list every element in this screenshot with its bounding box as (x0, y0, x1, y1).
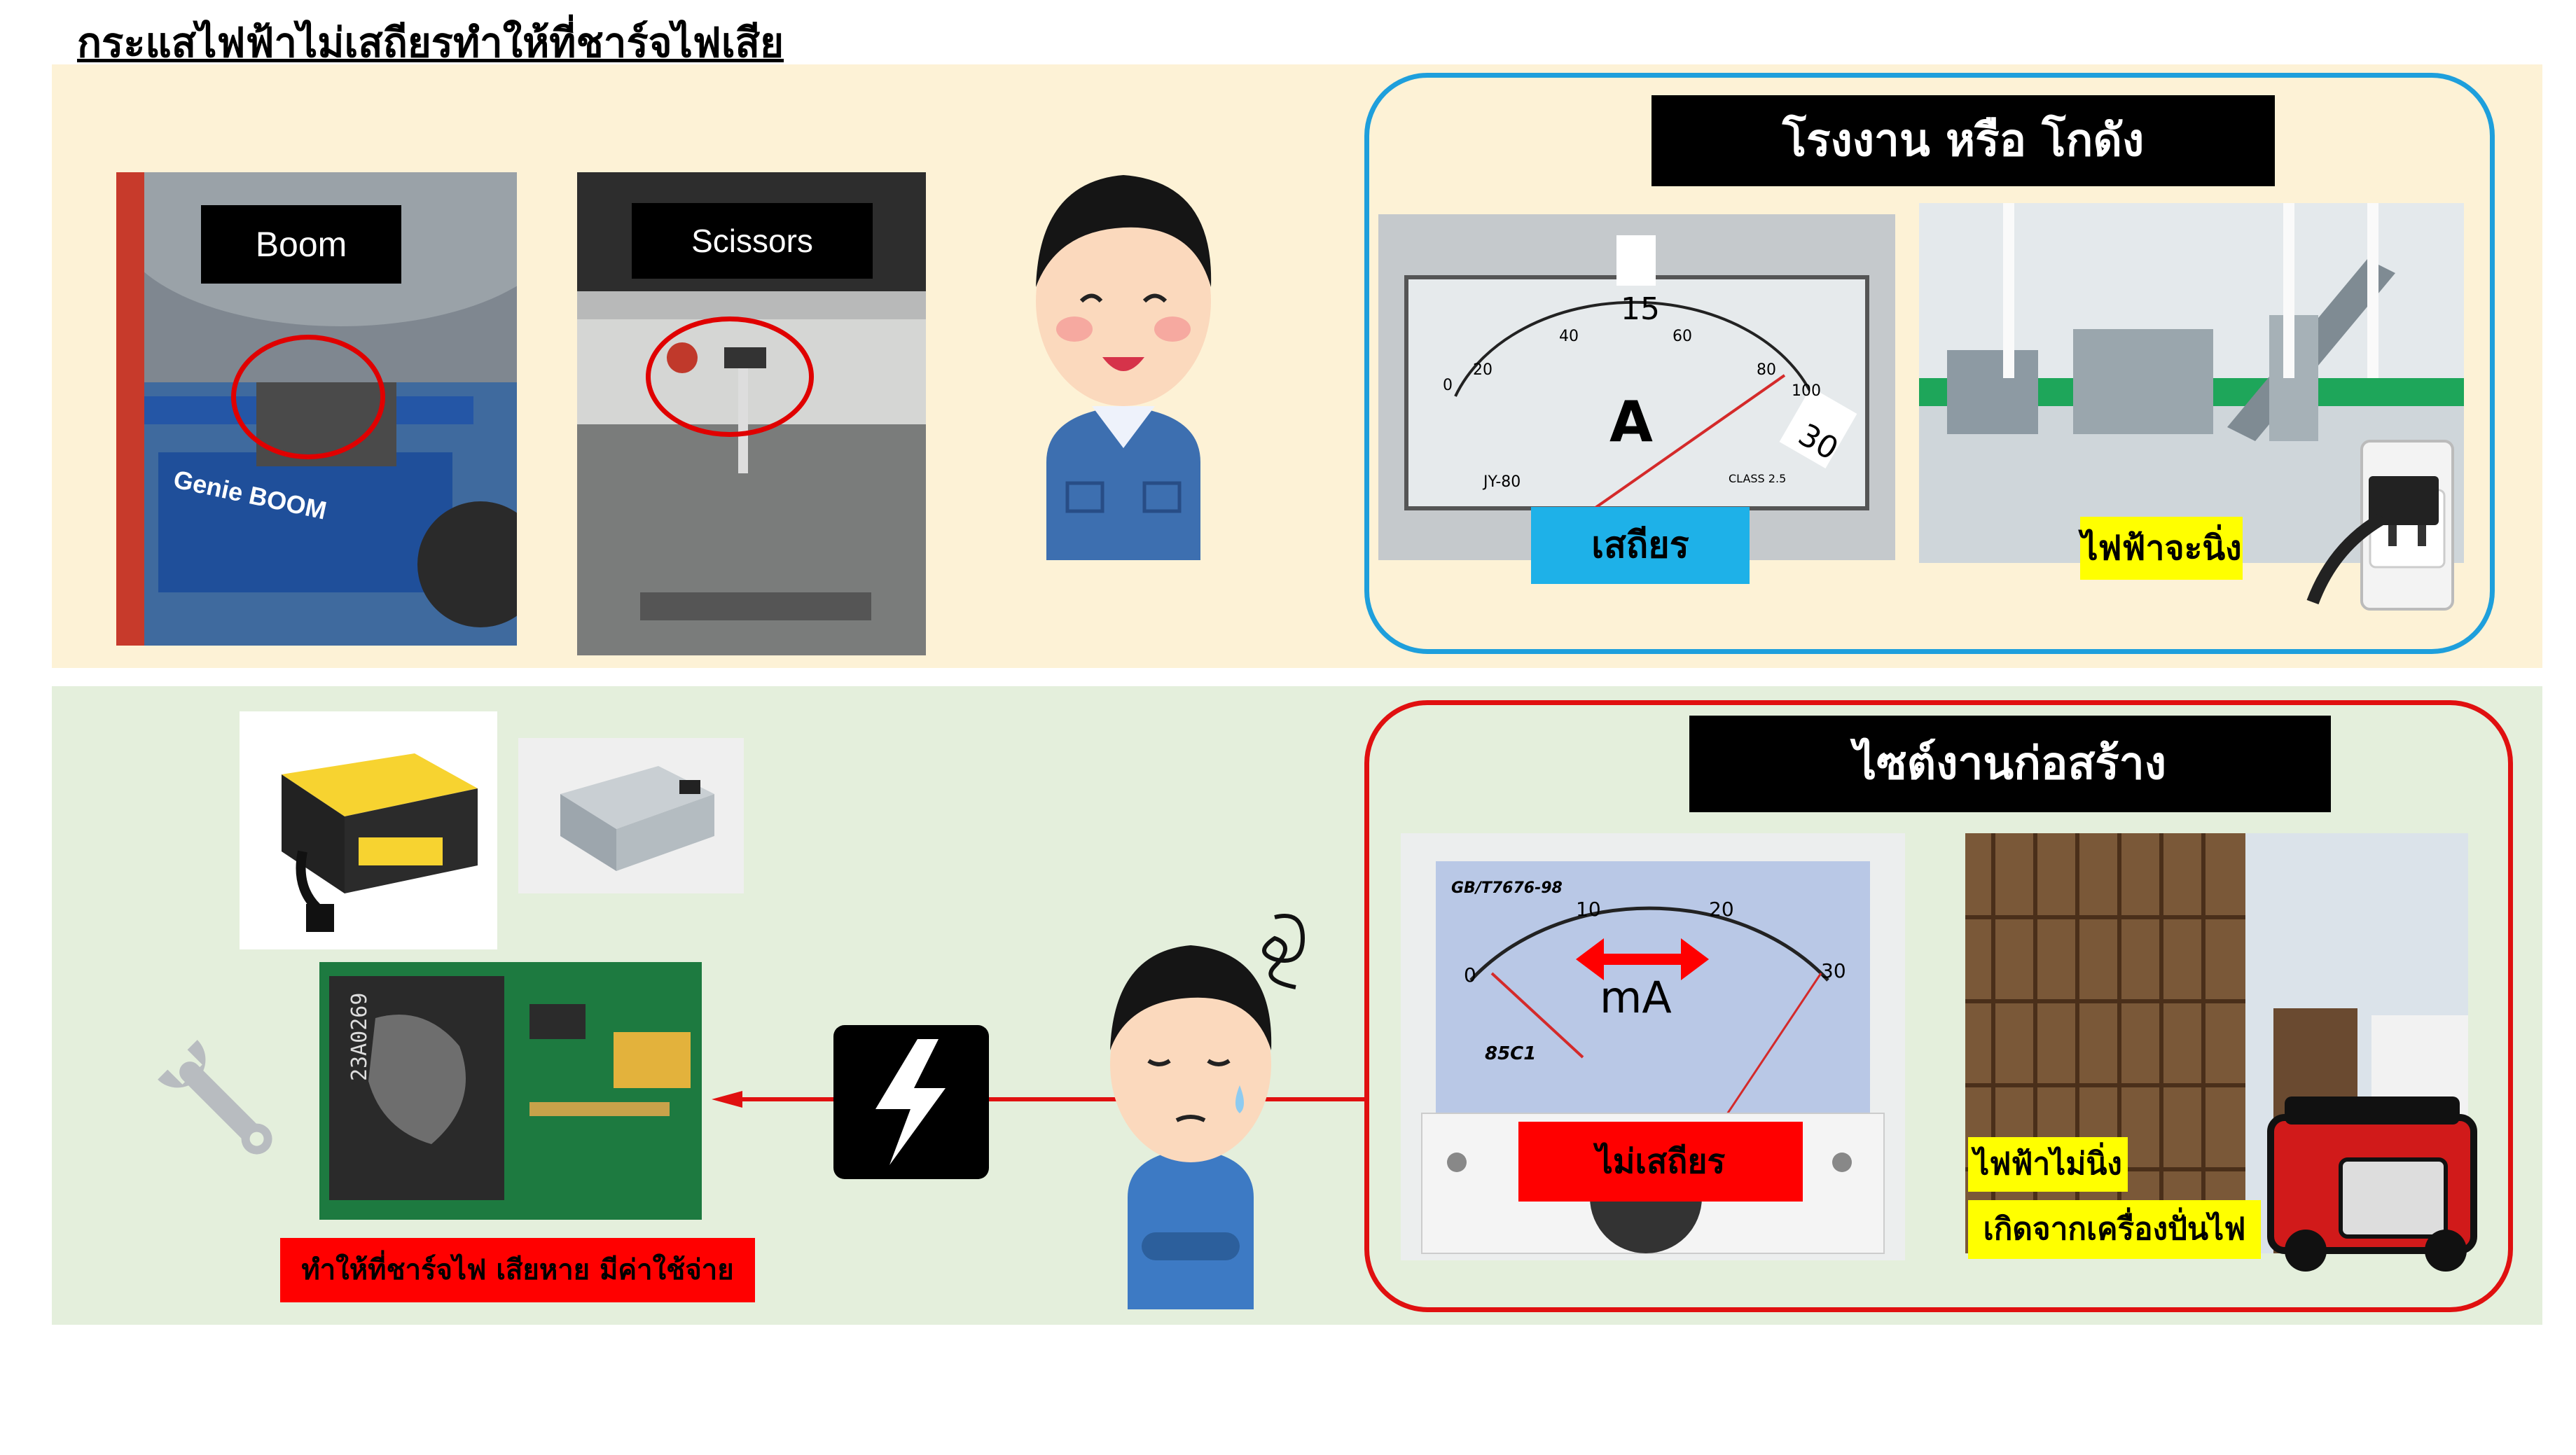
milliammeter-photo: GB/T7676-98 0 10 20 30 mA 85C1 (1401, 833, 1905, 1260)
generator-icon (2257, 1089, 2488, 1273)
scissors-label: Scissors (632, 203, 873, 279)
boom-label: Boom (201, 205, 401, 284)
damaged-pcb-photo: 23A0269 (319, 962, 702, 1220)
power-plug-icon (2306, 434, 2460, 616)
charger-yellow-photo (240, 711, 497, 949)
ammeter-tick-20: 20 (1473, 361, 1493, 379)
milliammeter-tick-20: 20 (1709, 898, 1734, 921)
factory-title: โรงงาน หรือ โกดัง (1651, 95, 2275, 186)
power-unstable-label: ไฟฟ้าไม่นิ่ง (1968, 1137, 2128, 1192)
ammeter-tick-100: 100 (1792, 382, 1821, 400)
milliammeter-tick-0: 0 (1464, 963, 1476, 987)
scissors-highlight-circle (646, 316, 814, 437)
milliammeter-model: GB/T7676-98 (1451, 879, 1563, 897)
lightning-icon (833, 1025, 989, 1179)
ammeter-tick-40: 40 (1559, 328, 1579, 345)
ammeter-unit: A (1609, 389, 1653, 454)
ammeter-model: JY-80 (1483, 473, 1521, 491)
ammeter-tick-60: 60 (1673, 328, 1692, 345)
boom-highlight-circle (231, 335, 385, 459)
milliammeter-code: 85C1 (1485, 1043, 1537, 1064)
ammeter-tick-0: 0 (1443, 377, 1453, 394)
construction-title: ไซต์งานก่อสร้าง (1689, 716, 2331, 812)
ammeter-class: CLASS 2.5 (1729, 472, 1787, 485)
milliammeter-tick-30: 30 (1821, 959, 1846, 982)
page-title: กระแสไฟฟ้าไม่เสถียรทำให้ที่ชาร์จไฟเสีย (77, 19, 784, 67)
ammeter-tick-80: 80 (1757, 361, 1776, 379)
chip-marking: 23A0269 (347, 992, 372, 1081)
stable-label: เสถียร (1531, 507, 1750, 584)
ammeter-sticker-top: 15 (1621, 291, 1660, 327)
worker-worried-icon (1065, 903, 1359, 1309)
charger-silver-photo (518, 738, 744, 893)
worker-happy-icon (1018, 154, 1228, 560)
milliammeter-tick-10: 10 (1576, 898, 1601, 921)
damage-label: ทำให้ที่ชาร์จไฟ เสียหาย มีค่าใช้จ่าย (280, 1238, 755, 1302)
factory-frame (1364, 73, 2495, 654)
ammeter-photo: 0 20 40 60 80 100 15 30 A JY-80 CLASS 2.… (1378, 214, 1895, 560)
unstable-label: ไม่เสถียร (1518, 1122, 1803, 1202)
milliammeter-unit: mA (1600, 972, 1672, 1023)
power-stable-label: ไฟฟ้าจะนิ่ง (2080, 517, 2243, 580)
wrench-icon (140, 1022, 294, 1176)
generator-cause-label: เกิดจากเครื่องปั่นไฟ (1968, 1200, 2261, 1259)
construction-frame (1364, 700, 2513, 1312)
